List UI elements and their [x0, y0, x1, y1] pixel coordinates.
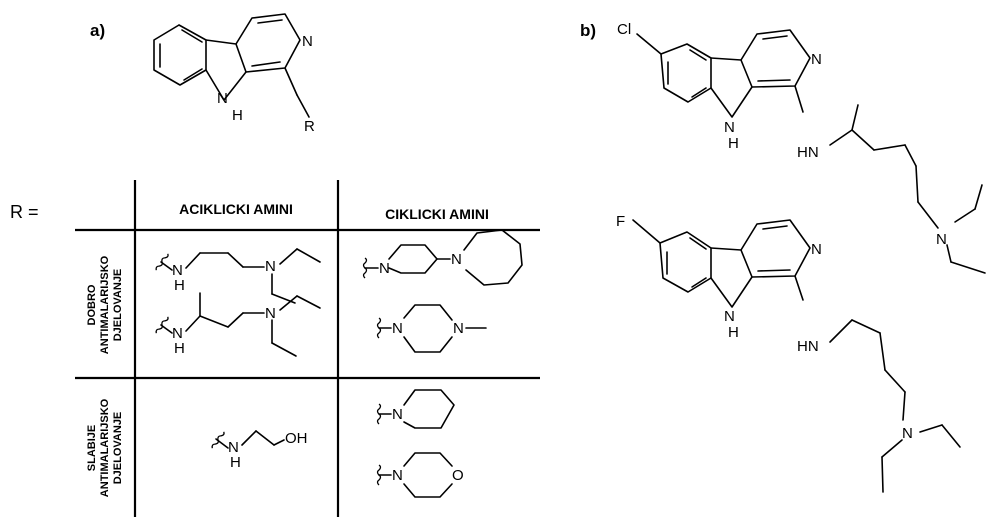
- cyclic-amine-4-structure: [376, 452, 453, 498]
- atom-n-piperidine-1: N: [379, 260, 390, 277]
- atom-n-indole-b2: N: [724, 308, 735, 325]
- svg-text:DJELOVANJE: DJELOVANJE: [112, 269, 124, 342]
- atom-nh-acyclic-2: N: [172, 325, 183, 342]
- atom-nh-acyclic-1: N: [172, 262, 183, 279]
- cyclic-amine-3-structure: [376, 389, 455, 429]
- panel-a-label: a): [90, 21, 105, 40]
- atom-n-piperazine-1: N: [392, 320, 403, 337]
- svg-text:ANTIMALARIJSKO: ANTIMALARIJSKO: [99, 255, 111, 354]
- chloro-carboline-compound-structure: [636, 29, 986, 274]
- column-header-acyclic: ACIKLICKI AMINI: [179, 201, 293, 217]
- atom-h-indole-b1: H: [728, 135, 739, 152]
- atom-n-piperazine-4: N: [453, 320, 464, 337]
- atom-h-acyclic-1: H: [174, 277, 185, 294]
- amine-table-grid: [75, 180, 540, 517]
- atom-hn-b1: HN: [797, 144, 819, 161]
- atom-o-morpholine: O: [452, 467, 464, 484]
- acyclic-amine-3-structure: [211, 430, 285, 449]
- atom-h-acyclic-2: H: [174, 340, 185, 357]
- r-equals-label: R =: [10, 202, 39, 222]
- atom-hn-b2: HN: [797, 338, 819, 355]
- atom-r-substituent: R: [304, 118, 315, 135]
- atom-n-piperidine-3: N: [392, 406, 403, 423]
- atom-f: F: [616, 213, 625, 230]
- atom-n-pyridine-b1: N: [811, 51, 822, 68]
- atom-nh-acyclic-3: N: [228, 439, 239, 456]
- atom-n-amine-b1: N: [936, 231, 947, 248]
- atom-n-indole-a: N: [217, 90, 228, 107]
- atom-h-indole-b2: H: [728, 324, 739, 341]
- acyclic-amine-2-structure: [155, 292, 321, 357]
- fluoro-carboline-compound-structure: [632, 219, 961, 493]
- cyclic-amine-1-structure: [362, 229, 523, 286]
- beta-carboline-core-structure: [153, 13, 310, 118]
- atom-n-acyclic-2: N: [265, 305, 276, 322]
- atom-n-pyridine-a: N: [302, 33, 313, 50]
- atom-n-azepane: N: [451, 251, 462, 268]
- svg-text:DOBRO: DOBRO: [86, 284, 98, 325]
- panel-b-label: b): [580, 21, 596, 40]
- column-header-cyclic: CIKLICKI AMINI: [385, 206, 489, 222]
- svg-text:DJELOVANJE: DJELOVANJE: [112, 412, 124, 485]
- atom-h-acyclic-3: H: [230, 454, 241, 471]
- cyclic-amine-2-structure: [376, 304, 487, 353]
- acyclic-amine-1-structure: [155, 248, 321, 304]
- atom-cl: Cl: [617, 21, 631, 38]
- atom-n-indole-b1: N: [724, 119, 735, 136]
- atom-n-amine-b2: N: [902, 425, 913, 442]
- row-label-weak-activity: SLABIJE ANTIMALARIJSKO DJELOVANJE: [86, 398, 124, 497]
- atom-n-acyclic-1: N: [265, 258, 276, 275]
- svg-text:SLABIJE: SLABIJE: [86, 425, 98, 471]
- atom-n-morpholine: N: [392, 467, 403, 484]
- atom-h-indole-a: H: [232, 107, 243, 124]
- atom-n-pyridine-b2: N: [811, 241, 822, 258]
- atom-oh-acyclic-3: OH: [285, 430, 308, 447]
- row-label-good-activity: DOBRO ANTIMALARIJSKO DJELOVANJE: [86, 255, 124, 354]
- svg-text:ANTIMALARIJSKO: ANTIMALARIJSKO: [99, 398, 111, 497]
